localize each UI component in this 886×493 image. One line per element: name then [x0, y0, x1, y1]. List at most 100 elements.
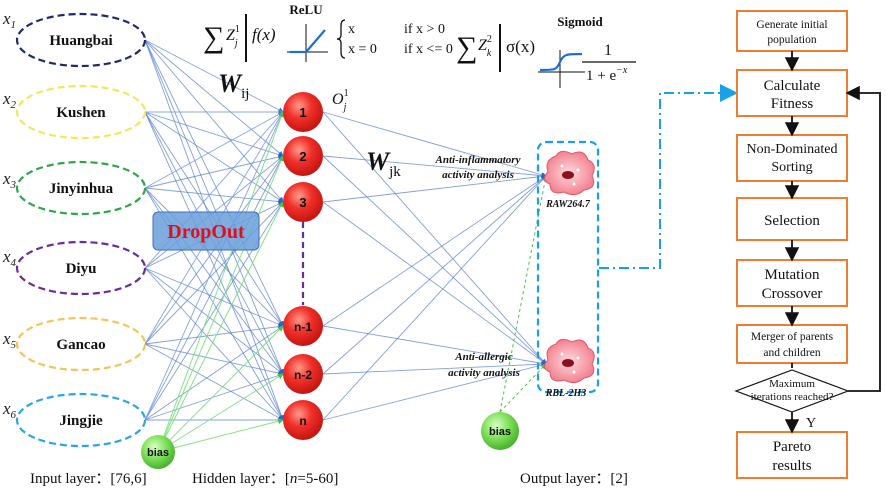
connection-line: [144, 39, 284, 113]
weight-ij-label: Wij: [218, 69, 249, 102]
connection-line: [322, 362, 547, 421]
svg-text:x4: x4: [2, 247, 17, 269]
hidden-layer: 1 2 3 n-1 n-2 n: [283, 92, 323, 440]
connection-line: [157, 155, 284, 453]
input-ellipse: [15, 392, 147, 448]
output-dashed-box: [536, 140, 600, 394]
flow-step-mutation-line2: Crossover: [762, 286, 823, 302]
connection-line: [157, 201, 284, 453]
input-label: Jinyinhua: [49, 181, 114, 197]
connection-line: [144, 111, 284, 203]
bias-node-input: bias: [141, 435, 175, 469]
svg-text:x1: x1: [2, 9, 16, 31]
flow-yes-label: Y: [806, 416, 816, 431]
svg-text:2: 2: [299, 149, 306, 164]
connection-line: [322, 173, 547, 203]
connection-line: [144, 201, 284, 345]
svg-text:x5: x5: [2, 329, 17, 351]
input-ellipse: [15, 240, 147, 296]
svg-text:1: 1: [299, 105, 306, 120]
flow-step-fitness-line1: Calculate: [764, 78, 821, 94]
input-layer: x1 Huangbai x2 Kushen x3 Jinyinhua x4 Di…: [2, 9, 147, 448]
connection-line: [322, 155, 547, 365]
svg-text:activity analysis: activity analysis: [442, 169, 514, 181]
relu-graph-icon: [287, 24, 328, 62]
hidden-node: 1: [283, 92, 323, 132]
flow-step-merger-line2: and children: [763, 347, 820, 359]
input-ellipse: [15, 12, 147, 68]
connection-line: [157, 325, 284, 453]
input-ellipse: [15, 316, 147, 372]
svg-text:n-1: n-1: [294, 320, 312, 334]
connection-line: [322, 361, 547, 375]
connection-line: [144, 343, 284, 421]
output-to-optimizer-link: [599, 84, 738, 269]
output-analysis-2: Anti-allergic activity analysis: [448, 351, 520, 379]
flow-step-merger-line1: Merger of parents: [751, 331, 834, 343]
connection-line: [144, 155, 284, 421]
svg-text:3: 3: [299, 195, 306, 210]
connection-line: [322, 111, 547, 365]
input-node: x2 Kushen: [2, 84, 147, 140]
connection-line: [322, 325, 547, 366]
connection-line: [144, 39, 284, 327]
svg-text:∑: ∑: [456, 31, 477, 64]
svg-text:x3: x3: [2, 169, 17, 191]
svg-text:if x > 0: if x > 0: [404, 22, 445, 37]
flow-final-line2: results: [772, 458, 811, 474]
flow-loop-arrow: [845, 85, 881, 392]
output-analysis-1: Anti-inflammatory activity analysis: [435, 154, 521, 181]
input-label: Kushen: [56, 105, 106, 121]
connection-line: [144, 111, 284, 158]
svg-text:∑: ∑: [203, 21, 224, 54]
flow-step-selection: Selection: [764, 213, 820, 229]
connection-line: [144, 111, 284, 189]
connection-line: [144, 267, 284, 327]
bias-output-line: [499, 363, 547, 413]
connection-line: [144, 372, 284, 421]
connection-line: [144, 267, 284, 375]
svg-text:1 + e−x: 1 + e−x: [586, 65, 628, 84]
output-cell-label: RAW264.7: [545, 199, 591, 210]
input-node: x3 Jinyinhua: [2, 160, 147, 216]
dropout-box: DropOut: [152, 211, 260, 251]
hidden-node: 2: [283, 136, 323, 176]
connection-line: [144, 111, 284, 421]
hidden-output-connections: [322, 111, 547, 421]
svg-text:x2: x2: [2, 89, 17, 111]
svg-text:x6: x6: [2, 399, 17, 421]
input-node: x4 Diyu: [2, 240, 147, 296]
dropout-label: DropOut: [167, 221, 245, 243]
output-cell-1: RAW264.7: [544, 150, 595, 210]
hidden-node: n: [283, 400, 323, 440]
bias-hidden-connections: [157, 111, 285, 453]
flow-final-line1: Pareto: [773, 439, 811, 455]
connection-line: [144, 325, 284, 421]
flow-step-init-line2: population: [767, 34, 816, 46]
flow-step-fitness-line2: Fitness: [771, 96, 814, 112]
connection-line: [144, 39, 284, 375]
connection-line: [144, 39, 284, 157]
connection-line: [322, 111, 547, 178]
sigmoid-title: Sigmoid: [557, 14, 603, 29]
input-ellipse: [15, 84, 147, 140]
connection-line: [144, 154, 284, 189]
hidden-layer-caption: Hidden layer：[n=5-60]: [192, 471, 338, 487]
sigmoid-graph-icon: [538, 50, 585, 88]
input-label: Gancao: [56, 337, 105, 353]
input-node: x6 Jingjie: [2, 392, 147, 448]
optimization-flowchart: Generate initial population Calculate Fi…: [734, 10, 881, 479]
connection-line: [144, 187, 284, 327]
output-cell-label: RBL-2H3: [545, 388, 587, 399]
connection-line: [322, 175, 547, 327]
input-node: x1 Huangbai: [2, 9, 147, 68]
output-cell-2: RBL-2H3: [544, 338, 595, 399]
connection-line: [144, 343, 284, 376]
hidden-node: n-1: [283, 306, 323, 346]
connection-line: [322, 175, 547, 421]
svg-text:x = 0: x = 0: [348, 42, 377, 57]
relu-title: ReLU: [289, 2, 323, 17]
